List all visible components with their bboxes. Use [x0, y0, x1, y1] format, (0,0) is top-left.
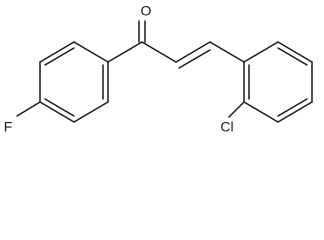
- alkene-double-bond-outer: [175, 41, 211, 63]
- chlorine-atom-label: Cl: [220, 119, 233, 135]
- oxygen-atom-label: O: [141, 3, 152, 19]
- carbon-chlorine-bond: [228, 101, 245, 118]
- ring-a-inner-bond-1: [44, 47, 75, 66]
- ring-a-bond-5: [73, 101, 109, 123]
- chemical-structure-diagram: F O Cl: [4, 3, 313, 135]
- chlorophenyl-ring: [243, 41, 313, 123]
- ring-b-bond-1: [243, 41, 279, 63]
- ring-b-bond-4: [277, 101, 313, 123]
- alkene-to-ring-bond: [209, 41, 245, 63]
- ring-a-inner-bond-2: [44, 98, 75, 117]
- ring-b-bond-5: [243, 101, 279, 123]
- ring-b-inner-bond-2: [277, 98, 308, 117]
- alkene-double-bond-inner: [178, 49, 211, 69]
- ring-b-inner-bond-1: [277, 47, 308, 66]
- carbonyl-to-alkene-bond: [141, 41, 177, 63]
- fluorine-atom-label: F: [4, 119, 13, 135]
- ring-a-bond-4: [39, 101, 75, 123]
- ring-to-carbonyl-bond: [107, 41, 143, 63]
- ring-a-bond-1: [73, 41, 109, 63]
- fluorophenyl-ring: [39, 41, 109, 123]
- ring-b-bond-2: [277, 41, 313, 63]
- carbon-fluorine-bond: [16, 101, 41, 117]
- ring-a-bond-2: [39, 41, 75, 63]
